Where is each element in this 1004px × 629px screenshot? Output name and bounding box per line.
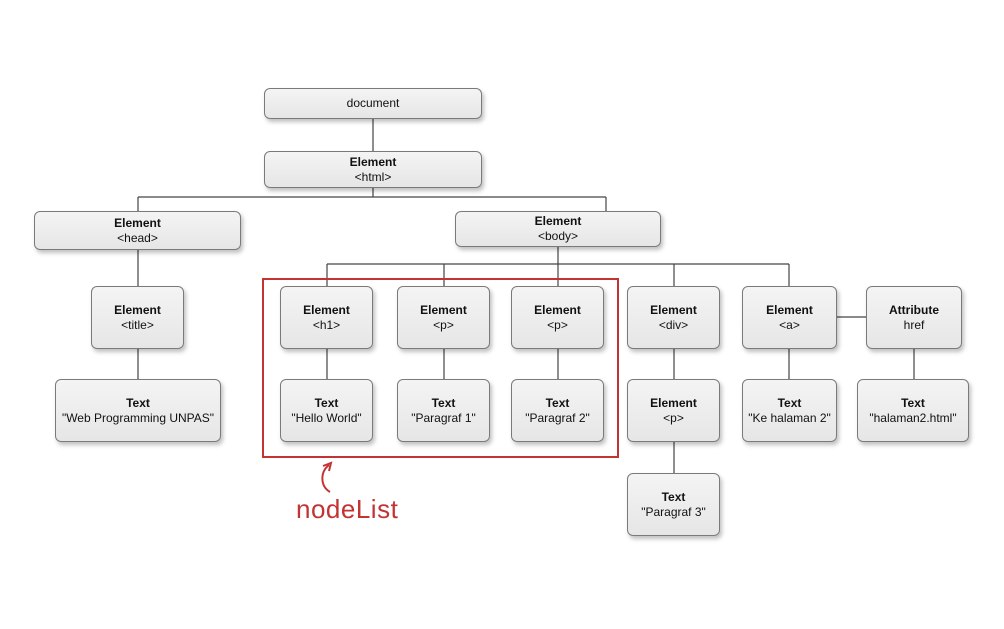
node-type: Element — [114, 215, 161, 230]
node-value: <div> — [658, 317, 689, 332]
node-type: Element — [534, 214, 582, 228]
node-value: "Ke halaman 2" — [748, 410, 831, 425]
node-title-text: Text "Web Programming UNPAS" — [55, 379, 221, 442]
node-a-text: Text "Ke halaman 2" — [742, 379, 837, 442]
node-value: "Hello World" — [291, 410, 362, 425]
node-type: Element — [303, 302, 350, 317]
node-type: Text — [901, 395, 925, 410]
node-p2-text: Text "Paragraf 2" — [511, 379, 604, 442]
nodelist-arrow-icon — [321, 461, 333, 493]
node-document: document — [264, 88, 482, 119]
node-div-p: Element <p> — [627, 379, 720, 442]
node-value: <p> — [433, 317, 454, 332]
node-type: Element — [534, 302, 581, 317]
node-value: "Web Programming UNPAS" — [61, 410, 215, 425]
node-type: Text — [545, 395, 570, 410]
node-value: <h1> — [312, 317, 341, 332]
node-value: href — [903, 317, 925, 332]
node-href-text: Text "halaman2.html" — [857, 379, 969, 442]
node-type: Text — [314, 395, 339, 410]
nodelist-highlight-box — [262, 278, 619, 458]
node-type: Text — [431, 395, 456, 410]
node-type: Element — [766, 302, 813, 317]
node-attribute-href: Attribute href — [866, 286, 962, 349]
node-value: "halaman2.html" — [869, 410, 957, 425]
node-type: Element — [650, 302, 697, 317]
node-head: Element <head> — [34, 211, 241, 250]
node-document-label: document — [346, 96, 400, 110]
node-type: Element — [420, 302, 467, 317]
node-a: Element <a> — [742, 286, 837, 349]
node-value: <html> — [354, 169, 392, 184]
node-div-p-text: Text "Paragraf 3" — [627, 473, 720, 536]
node-p2: Element <p> — [511, 286, 604, 349]
node-title: Element <title> — [91, 286, 184, 349]
node-value: <a> — [779, 317, 800, 332]
node-value: <head> — [117, 230, 158, 245]
node-value: "Paragraf 2" — [525, 410, 590, 425]
node-type: Text — [777, 395, 802, 410]
node-value: <title> — [121, 317, 154, 332]
node-p1: Element <p> — [397, 286, 490, 349]
node-div: Element <div> — [627, 286, 720, 349]
node-html: Element <html> — [264, 151, 482, 188]
node-type: Element — [349, 154, 397, 169]
node-h1: Element <h1> — [280, 286, 373, 349]
node-p1-text: Text "Paragraf 1" — [397, 379, 490, 442]
node-body: Element <body> — [455, 211, 661, 247]
node-value: "Paragraf 3" — [641, 504, 706, 519]
node-value: <p> — [547, 317, 568, 332]
nodelist-label: nodeList — [296, 494, 399, 524]
node-h1-text: Text "Hello World" — [280, 379, 373, 442]
node-value: <body> — [537, 229, 579, 243]
node-type: Text — [661, 489, 686, 504]
node-type: Element — [650, 395, 697, 410]
node-value: <p> — [663, 410, 684, 425]
node-type: Element — [114, 302, 161, 317]
node-type: Attribute — [889, 302, 939, 317]
node-type: Text — [126, 395, 150, 410]
node-value: "Paragraf 1" — [411, 410, 476, 425]
